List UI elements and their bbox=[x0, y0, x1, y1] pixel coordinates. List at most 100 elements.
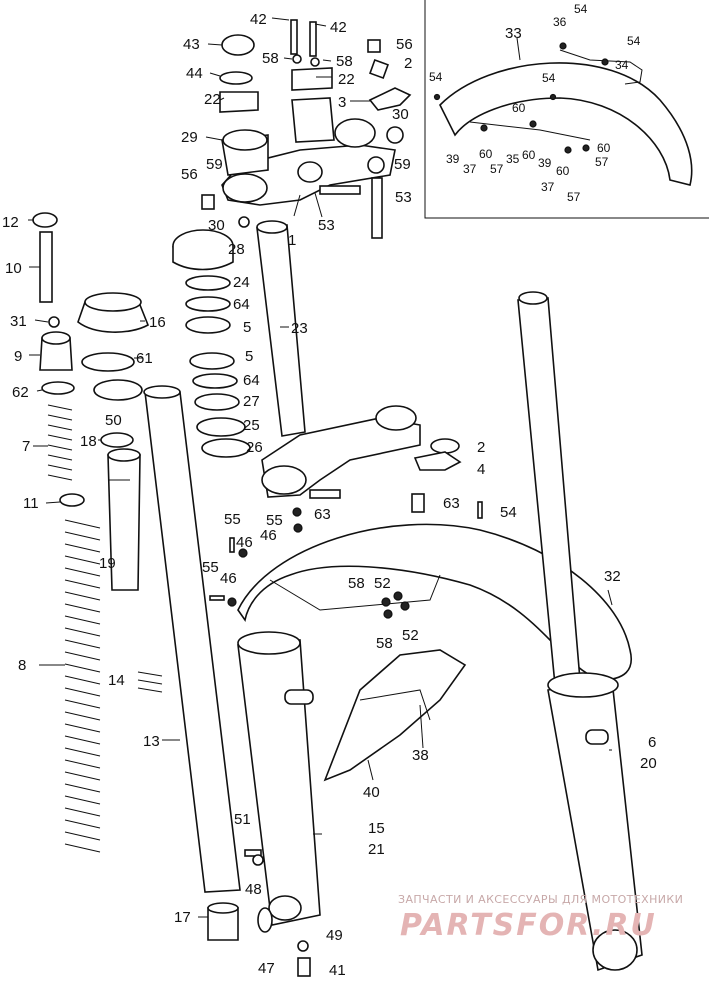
guard-38 bbox=[359, 689, 431, 721]
inset-bolt-34 bbox=[601, 58, 609, 66]
callout-4: 4 bbox=[477, 461, 485, 478]
callout-46-a: 46 bbox=[236, 534, 253, 551]
callout-63-b: 63 bbox=[314, 506, 331, 523]
callout-2-b: 2 bbox=[477, 439, 485, 456]
washer-24 bbox=[185, 275, 231, 291]
piston-19-top bbox=[107, 448, 141, 462]
callout-62: 62 bbox=[12, 384, 29, 401]
callout-60-d: 60 bbox=[556, 164, 570, 178]
bolt-58-a bbox=[381, 597, 391, 607]
callout-30-a: 30 bbox=[392, 106, 409, 123]
callout-42-a: 42 bbox=[250, 11, 267, 28]
callout-26: 26 bbox=[246, 439, 263, 456]
washer-47 bbox=[257, 907, 273, 933]
top-bridge-assembly bbox=[201, 19, 412, 239]
inset-stay-upper bbox=[559, 49, 643, 85]
callout-52-a: 52 bbox=[374, 575, 391, 592]
nut-2-top bbox=[369, 59, 389, 79]
bolt-42-right bbox=[309, 21, 317, 57]
slider-15-top bbox=[237, 631, 301, 655]
nut-46-c bbox=[293, 523, 303, 533]
right-fork-tube bbox=[517, 297, 581, 686]
callout-63-a: 63 bbox=[443, 495, 460, 512]
callout-58-a: 58 bbox=[262, 50, 279, 67]
seal-25 bbox=[196, 417, 246, 437]
callout-54-c: 54 bbox=[627, 34, 641, 48]
fork-tube-13 bbox=[144, 391, 241, 893]
callout-55-a: 55 bbox=[224, 511, 241, 528]
ring-18 bbox=[100, 432, 134, 448]
callout-29: 29 bbox=[181, 129, 198, 146]
callout-55-b: 55 bbox=[266, 512, 283, 529]
callout-12: 12 bbox=[2, 214, 19, 231]
callout-49: 49 bbox=[326, 927, 343, 944]
inset-nut-c bbox=[564, 146, 572, 154]
callout-54-d: 54 bbox=[429, 70, 443, 84]
callout-31: 31 bbox=[10, 313, 27, 330]
dust-seal-26 bbox=[201, 438, 251, 458]
cap-12 bbox=[32, 212, 58, 228]
inset-bolt-54a bbox=[433, 93, 441, 101]
callout-5-a: 5 bbox=[243, 319, 251, 336]
callout-48: 48 bbox=[245, 881, 262, 898]
washer-11 bbox=[59, 493, 85, 507]
holder-top-29 bbox=[222, 129, 268, 151]
bracket-4 bbox=[413, 451, 462, 471]
race-27 bbox=[194, 393, 240, 411]
callout-5-b: 5 bbox=[245, 348, 253, 365]
callout-8: 8 bbox=[18, 657, 26, 674]
washer-59-right bbox=[367, 156, 385, 174]
race-5-lower bbox=[189, 352, 235, 370]
bolt-63-right bbox=[411, 493, 425, 513]
callout-50: 50 bbox=[105, 412, 122, 429]
washer-55-c bbox=[292, 507, 302, 517]
bolt-41 bbox=[297, 957, 311, 977]
slider-6-boss bbox=[585, 729, 609, 745]
slider-15-bottom-boss bbox=[268, 895, 302, 921]
callout-17: 17 bbox=[174, 909, 191, 926]
callout-43: 43 bbox=[183, 36, 200, 53]
bearing-64-upper bbox=[185, 296, 231, 312]
callout-13: 13 bbox=[143, 733, 160, 750]
callout-54-e: 54 bbox=[542, 71, 556, 85]
callout-11: 11 bbox=[23, 495, 39, 512]
nut-46-a bbox=[238, 548, 248, 558]
inset-stay-lower bbox=[469, 121, 591, 141]
callout-44: 44 bbox=[186, 65, 203, 82]
slider-axle-boss bbox=[284, 689, 314, 705]
watermark: ЗАПЧАСТИ И АКСЕССУАРЫ ДЛЯ МОТОТЕХНИКИ PA… bbox=[398, 893, 683, 943]
cover-16-top bbox=[84, 292, 142, 312]
top-bridge-left-clamp bbox=[222, 173, 268, 203]
guard-40 bbox=[323, 649, 467, 782]
cap-43 bbox=[221, 34, 255, 56]
callout-46-b: 46 bbox=[260, 527, 277, 544]
callout-61: 61 bbox=[136, 350, 153, 367]
callout-2-a: 2 bbox=[404, 55, 412, 72]
bolt-58-b bbox=[383, 609, 393, 619]
callout-25: 25 bbox=[243, 417, 260, 434]
fender-stay bbox=[269, 574, 441, 611]
callout-20: 20 bbox=[640, 755, 657, 772]
nut-56-left bbox=[201, 194, 215, 210]
holder-upper-22-left bbox=[219, 91, 259, 113]
bolt-53-horizontal bbox=[319, 185, 361, 195]
callout-38: 38 bbox=[412, 747, 429, 764]
callout-58-d: 58 bbox=[376, 635, 393, 652]
spring-7 bbox=[47, 404, 73, 481]
washer-58-left bbox=[292, 54, 302, 64]
inset-bolt-54b bbox=[549, 93, 557, 101]
inset-nut-d bbox=[582, 144, 590, 152]
inset-nut-b bbox=[529, 120, 537, 128]
callout-64-b: 64 bbox=[243, 372, 260, 389]
callout-22-b: 22 bbox=[338, 71, 355, 88]
nut-2-lower bbox=[430, 438, 460, 454]
callout-24: 24 bbox=[233, 274, 250, 291]
callout-19: 19 bbox=[99, 555, 116, 572]
washer-44 bbox=[219, 71, 253, 85]
leader-lines bbox=[28, 17, 613, 918]
callout-14: 14 bbox=[108, 672, 125, 689]
slider-6-bottom bbox=[592, 929, 638, 971]
bracket-3 bbox=[368, 87, 412, 111]
callout-16: 16 bbox=[149, 314, 166, 331]
callout-52-b: 52 bbox=[402, 627, 419, 644]
